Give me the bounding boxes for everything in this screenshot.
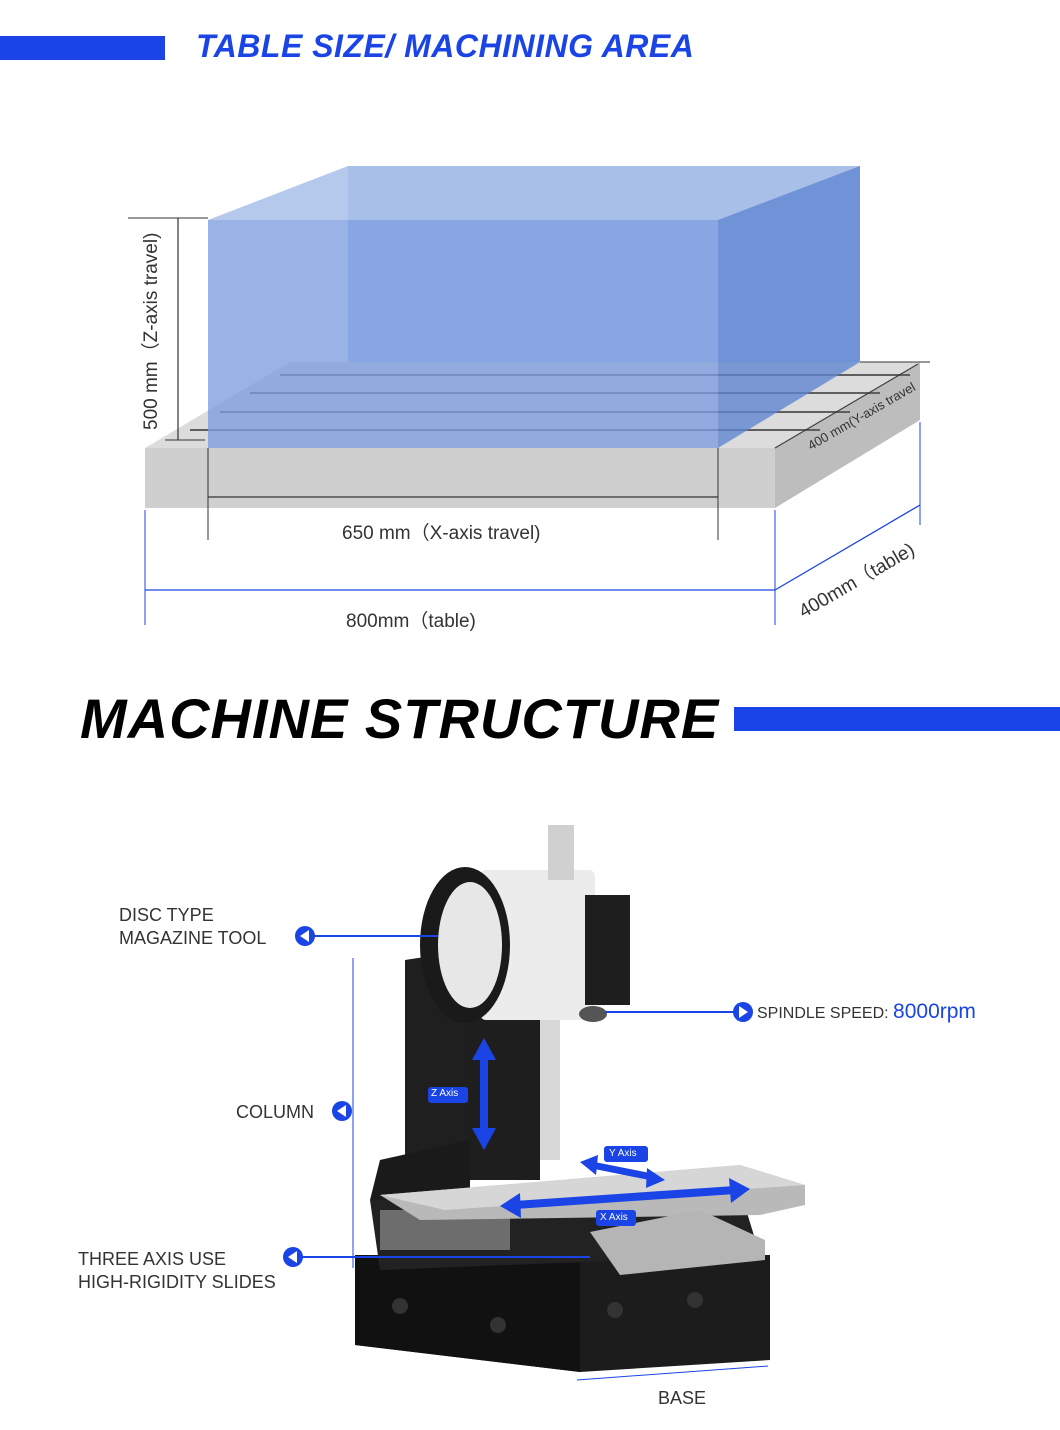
callout-magazine-line2: MAGAZINE TOOL: [119, 928, 267, 948]
callout-slides-line2: HIGH-RIGIDITY SLIDES: [78, 1272, 276, 1292]
marker-magazine: [295, 926, 315, 946]
spindle-housing: [480, 870, 595, 1020]
marker-slides: [283, 1247, 303, 1267]
callout-spindle-speed: SPINDLE SPEED: 8000rpm: [757, 1000, 976, 1025]
y-axis-arrow: [580, 1146, 665, 1188]
callout-column: COLUMN: [236, 1102, 315, 1122]
callout-magazine-tool: DISC TYPE MAGAZINE TOOL: [119, 904, 266, 950]
work-volume-front: [208, 220, 718, 448]
machine-illustration: [283, 825, 805, 1381]
callout-slides: THREE AXIS USE HIGH-RIGIDITY SLIDES: [78, 1248, 276, 1294]
x-axis-travel-label: 650 mm（X-axis travel): [342, 523, 541, 544]
x-axis-arrow: [500, 1178, 750, 1226]
spindle-speed-label: SPINDLE SPEED:: [757, 1005, 894, 1022]
section-title-table-size: TABLE SIZE/ MACHINING AREA: [196, 28, 695, 64]
callout-base: BASE: [658, 1388, 707, 1408]
header-accent-bar-left: [0, 36, 165, 60]
z-axis-arrow: [428, 1038, 496, 1150]
work-volume-top: [208, 166, 860, 220]
marker-column: [332, 1101, 352, 1121]
work-volume-side: [718, 166, 860, 448]
table-side: [775, 362, 920, 508]
section-title-machine-structure: MACHINE STRUCTURE: [80, 687, 720, 750]
table-width-label: 800mm（table): [346, 611, 476, 632]
header-accent-bar-right: [734, 707, 1060, 731]
y-axis-tag: Y Axis: [609, 1148, 637, 1159]
table-front: [145, 448, 775, 508]
machining-area-diagram: [128, 166, 930, 625]
marker-spindle: [733, 1002, 753, 1022]
x-axis-tag: X Axis: [600, 1212, 628, 1223]
spindle-speed-value: 8000rpm: [893, 1000, 976, 1023]
z-axis-travel-label: 500 mm（Z-axis travel): [141, 232, 162, 430]
callout-slides-line1: THREE AXIS USE: [78, 1249, 227, 1269]
z-axis-tag: Z Axis: [431, 1088, 459, 1099]
callout-magazine-line1: DISC TYPE: [119, 905, 214, 925]
